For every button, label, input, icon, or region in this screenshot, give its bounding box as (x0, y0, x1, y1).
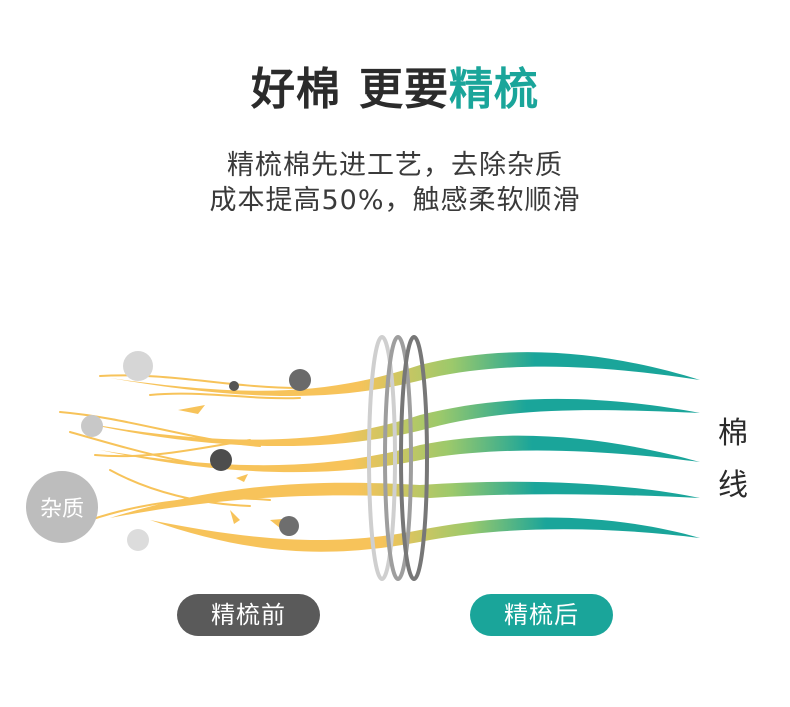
after-combing-badge: 精梳后 (470, 594, 613, 636)
headline: 好棉更要精梳 (0, 60, 790, 120)
subtitle-line2: 成本提高50%，触感柔软顺滑 (209, 185, 581, 216)
side-label-thread: 线 (718, 468, 748, 503)
subtitle-line1: 精梳棉先进工艺，去除杂质 (227, 150, 563, 181)
headline-accent: 精梳 (449, 64, 539, 115)
headline-part1: 好棉 (251, 64, 341, 115)
side-label-cotton: 棉 (718, 416, 748, 451)
fiber-band (80, 398, 700, 447)
headline-part2: 更要 (359, 64, 449, 115)
fiber-band (110, 481, 700, 518)
impurity-particles (26, 351, 311, 551)
before-combing-badge: 精梳前 (177, 594, 320, 636)
combing-illustration: 杂质 (26, 335, 700, 581)
impurity-label-circle (26, 471, 98, 543)
comb-rings (367, 335, 429, 581)
impurity-label: 杂质 (40, 497, 84, 522)
